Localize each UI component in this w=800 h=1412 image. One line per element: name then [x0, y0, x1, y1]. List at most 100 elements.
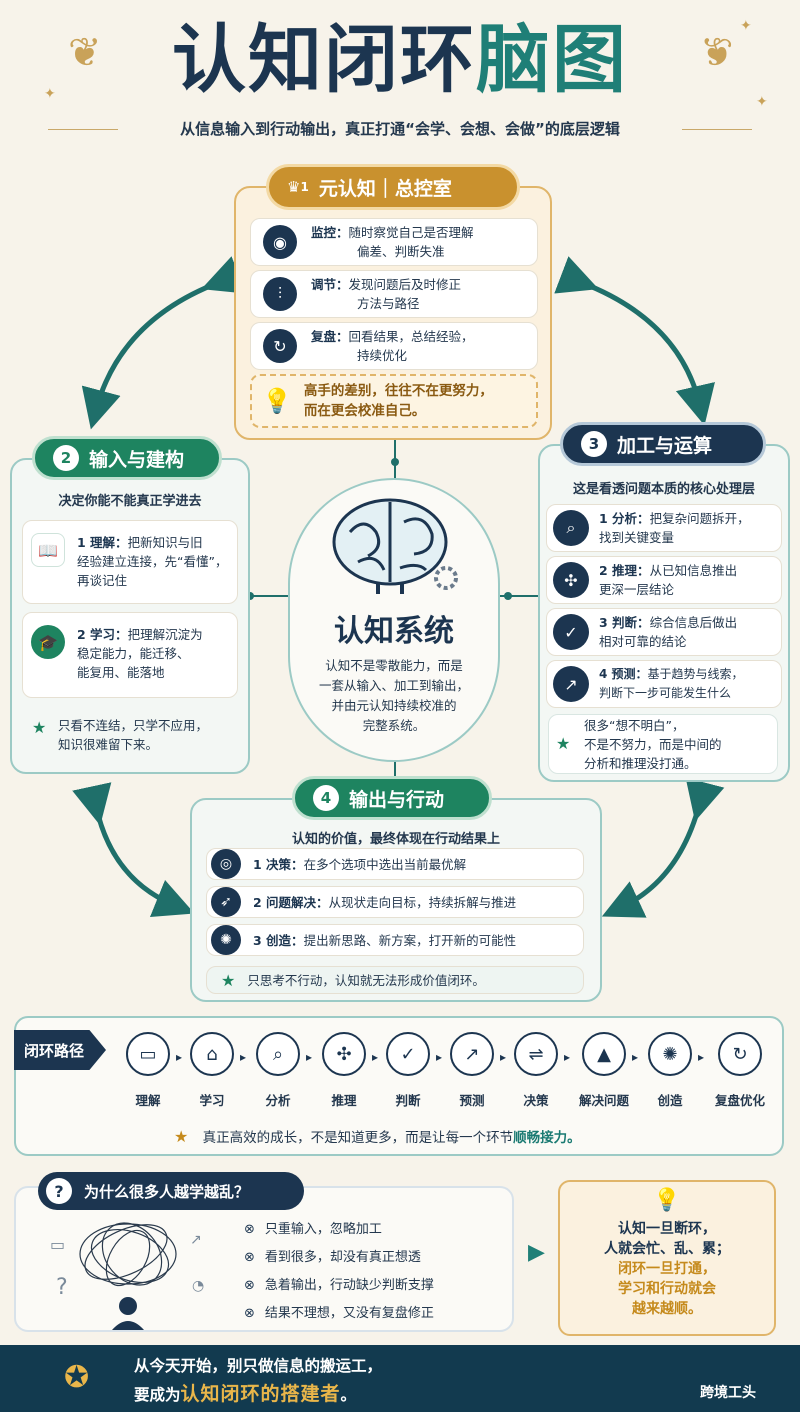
meta-row-monitor: ◉ 监控：随时察觉自己是否理解偏差、判断失准 — [250, 218, 538, 266]
step-label: 决策 — [523, 1093, 549, 1108]
conclusion-line: 闭环一旦打通， — [618, 1261, 716, 1277]
crown-icon: ♛ — [287, 178, 301, 196]
star-icon: ★ — [221, 970, 236, 990]
trend-chart-icon: ↗ — [450, 1032, 494, 1076]
row-label: 3 判断： — [599, 615, 650, 630]
conclusion-line: 人就会忙、乱、累； — [604, 1241, 730, 1257]
lightbulb-icon: 💡 — [653, 1188, 681, 1213]
book-icon: 📖 — [31, 533, 65, 567]
meta-tip: 💡 高手的差别，往往不在更努力，而在更会校准自己。 — [250, 374, 538, 428]
sparkle-icon: ✦ — [44, 86, 56, 102]
row-text: 从现状走向目标，持续拆解与推进 — [328, 894, 517, 910]
section-subtitle: 这是看透问题本质的核心处理层 — [572, 482, 755, 497]
lightbulb-icon: ✺ — [211, 925, 241, 955]
row-text: 再谈记住 — [77, 573, 128, 588]
trend-chart-icon: ↗ — [553, 666, 589, 702]
section-title: 加工与运算 — [617, 434, 713, 457]
desc-line: 一套从输入、加工到输出， — [318, 678, 469, 693]
x-circle-icon: ⊗ — [244, 1278, 255, 1293]
section-title: 输出与行动 — [349, 788, 445, 811]
arrow-right-icon: ▸ — [306, 1050, 313, 1064]
meta-cognition-pill: ♛ 1 元认知｜总控室 — [266, 164, 520, 210]
process-row-judge: ✓ 3 判断：综合信息后做出相对可靠的结论 — [546, 608, 782, 656]
arrow-right-icon: ▸ — [176, 1050, 183, 1064]
path-note: ★ 真正高效的成长，不是知道更多，而是让每一个环节顺畅接力。 — [174, 1126, 581, 1146]
row-text: 稳定能力，能迁移、 — [77, 646, 190, 661]
section-number: 3 — [581, 431, 607, 457]
divider — [48, 129, 118, 130]
center-title: 认知系统 — [334, 614, 454, 649]
check-circle-icon: ✓ — [553, 614, 589, 650]
row-text: 判断下一步可能发生什么 — [599, 686, 732, 700]
row-label: 2 学习： — [77, 627, 128, 642]
row-text: 回看结果，总结经验， — [348, 329, 474, 344]
rocket-icon: ➶ — [211, 887, 241, 917]
magnifier-icon: ⌕ — [553, 510, 589, 546]
row-text: 把理解沉淀为 — [127, 627, 203, 642]
arrow-right-icon: ▸ — [240, 1050, 247, 1064]
laurel-left-icon: ❦ — [68, 30, 102, 76]
path-step: ⌕分析 — [252, 1032, 304, 1109]
sparkle-icon: ✦ — [756, 94, 768, 110]
tip-text: 而在更会校准自己。 — [303, 403, 426, 419]
step-label: 创造 — [657, 1093, 683, 1108]
process-note: 很多“想不明白”，不是不努力，而是中间的分析和推理没打通。 — [584, 716, 722, 773]
star-icon: ★ — [556, 734, 571, 753]
path-step: ▲解决问题 — [578, 1032, 630, 1109]
row-label: 4 预测： — [599, 667, 648, 681]
note-text: 知识很难留下来。 — [58, 737, 159, 752]
arrow-right-icon: ▸ — [500, 1050, 507, 1064]
step-label: 推理 — [331, 1093, 357, 1108]
svg-text:▭: ▭ — [50, 1235, 65, 1254]
arrow-right-icon: ▸ — [436, 1050, 443, 1064]
refresh-icon: ↻ — [718, 1032, 762, 1076]
section-subtitle: 认知的价值，最终体现在行动结果上 — [291, 832, 500, 847]
row-label: 1 分析： — [599, 511, 650, 526]
input-row-understand: 📖 1 理解：把新知识与旧经验建立连接，先“看懂”，再谈记住 — [22, 520, 238, 604]
row-text: 更深一层结论 — [599, 582, 675, 597]
why-panel — [14, 1186, 514, 1332]
path-step: ✓判断 — [382, 1032, 434, 1109]
star-badge-icon: ✪ — [64, 1360, 90, 1395]
section-title: 输入与建构 — [89, 448, 185, 471]
row-label: 2 问题解决： — [253, 894, 329, 910]
eye-icon: ◉ — [263, 225, 297, 259]
note-text: 只看不连结，只学不应用， — [58, 718, 209, 733]
output-row-solve: ➶ 2 问题解决：从现状走向目标，持续拆解与推进 — [206, 886, 584, 918]
why-pill: ? 为什么很多人越学越乱？ — [38, 1172, 304, 1210]
signpost-icon: ⇌ — [514, 1032, 558, 1076]
arrow-right-icon: ▸ — [632, 1050, 639, 1064]
path-step: ⇌ 决策 — [510, 1032, 562, 1109]
output-row-create: ✺ 3 创造：提出新思路、新方案，打开新的可能性 — [206, 924, 584, 956]
path-step: ▭理解 — [122, 1032, 174, 1109]
input-row-learn: 🎓 2 学习：把理解沉淀为稳定能力，能迁移、能复用、能落地 — [22, 612, 238, 698]
network-icon: ✣ — [322, 1032, 366, 1076]
row-text: 把新知识与旧 — [127, 535, 203, 550]
brain-icon — [332, 498, 458, 594]
svg-text:?: ? — [56, 1275, 68, 1300]
lightbulb-icon: ✺ — [648, 1032, 692, 1076]
star-icon: ★ — [32, 718, 47, 737]
path-step: ↻ 复盘优化 — [714, 1032, 766, 1109]
row-text: 相对可靠的结论 — [599, 634, 687, 649]
graduation-cap-icon: 🎓 — [31, 625, 65, 659]
meta-row-adjust: ⫶ 调节：发现问题后及时修正方法与路径 — [250, 270, 538, 318]
step-label: 解决问题 — [578, 1093, 629, 1108]
process-pill: 3 加工与运算 — [560, 422, 766, 466]
row-text: 在多个选项中选出当前最优解 — [303, 856, 467, 872]
list-item: ⊗只重输入，忽略加工 — [244, 1216, 434, 1244]
process-row-predict: ↗ 4 预测：基于趋势与线索，判断下一步可能发生什么 — [546, 660, 782, 708]
center-description: 认知不是零散能力，而是一套从输入、加工到输出，并由元认知持续校准的完整系统。 — [288, 656, 500, 736]
section-number: 4 — [313, 785, 339, 811]
step-label: 分析 — [265, 1093, 291, 1108]
conclusion-box: 💡 认知一旦断环， 人就会忙、乱、累； 闭环一旦打通， 学习和行动就会 越来越顺… — [558, 1180, 776, 1336]
why-title: 为什么很多人越学越乱？ — [84, 1182, 250, 1201]
step-label: 复盘优化 — [714, 1093, 765, 1108]
desc-line: 完整系统。 — [362, 718, 426, 733]
subtitle: 从信息输入到行动输出，真正打通“会学、会想、会做”的底层逻辑 — [180, 120, 620, 138]
conclusion-line: 认知一旦断环， — [618, 1221, 716, 1237]
brand-watermark: 跨境工头 — [700, 1385, 756, 1401]
sparkle-icon: ✦ — [740, 18, 752, 34]
step-label: 判断 — [395, 1093, 421, 1108]
section-number: 2 — [53, 445, 79, 471]
